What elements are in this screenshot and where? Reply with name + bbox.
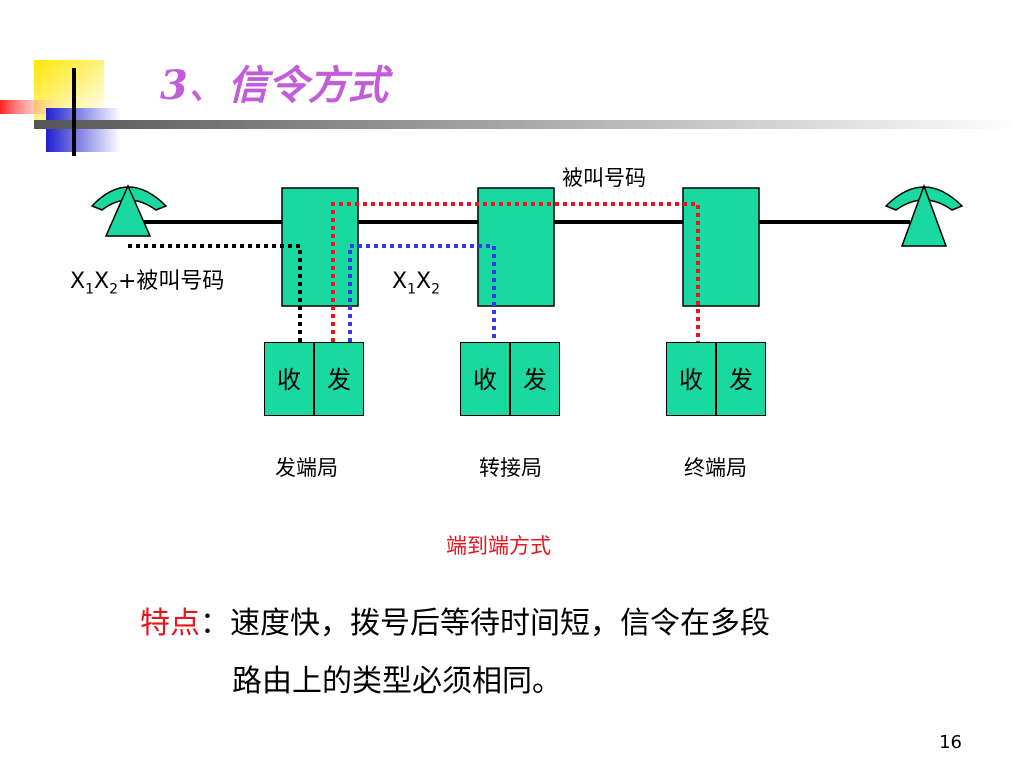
station3-send: 发 xyxy=(716,342,766,416)
station1-recv: 收 xyxy=(264,342,314,416)
station3-recv: 收 xyxy=(666,342,716,416)
slide-title: 3、信令方式 xyxy=(160,62,388,109)
station2-send: 发 xyxy=(510,342,560,416)
left-signal-label: X1X2+被叫号码 xyxy=(70,269,225,298)
signal-path-blue xyxy=(348,244,496,342)
header-decoration xyxy=(0,60,1024,156)
telephone-left-icon xyxy=(90,184,168,237)
signal-path-red xyxy=(331,202,700,342)
blue-square xyxy=(46,108,121,152)
signal-path-black xyxy=(128,244,302,342)
station1-send: 发 xyxy=(314,342,364,416)
telephone-right-icon xyxy=(884,183,964,247)
signaling-diagram xyxy=(90,183,964,342)
feature-line-1: 特点：速度快，拨号后等待时间短，信令在多段 xyxy=(140,606,770,641)
feature-line-2: 路由上的类型必须相同。 xyxy=(232,664,562,699)
page-number: 16 xyxy=(939,732,962,753)
station2-name: 转接局 xyxy=(479,456,542,480)
mid-signal-label: X1X2 xyxy=(392,269,440,298)
station2-recv: 收 xyxy=(460,342,510,416)
called-number-label: 被叫号码 xyxy=(562,166,646,190)
exchange-originating xyxy=(281,187,359,307)
header-rule xyxy=(34,120,1024,129)
mode-caption: 端到端方式 xyxy=(446,534,551,558)
exchange-terminating xyxy=(682,187,760,307)
feature-label: 特点 xyxy=(140,606,200,641)
exchange-transit xyxy=(477,187,555,307)
vertical-rule xyxy=(72,68,76,156)
station1-name: 发端局 xyxy=(275,456,338,480)
station3-name: 终端局 xyxy=(684,456,747,480)
